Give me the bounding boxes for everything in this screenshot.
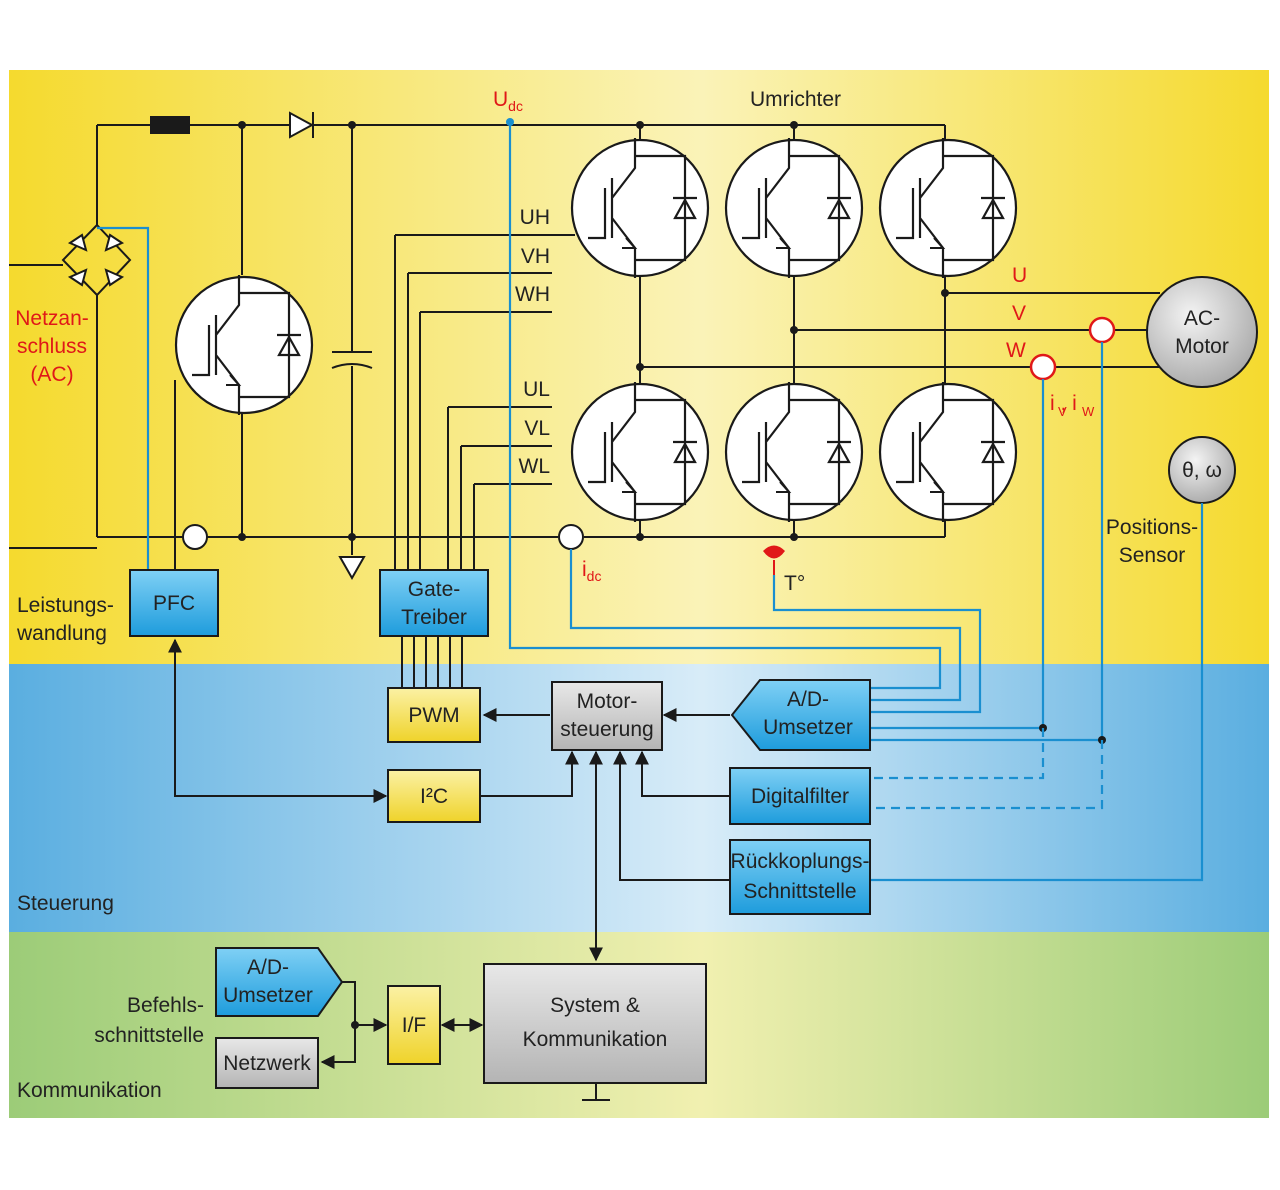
- igbt-vl-icon: [724, 382, 864, 522]
- command-interface-label-1: Befehls-: [127, 994, 204, 1017]
- idc-label: idc: [582, 558, 601, 584]
- motor-label-2: Motor: [1175, 335, 1229, 358]
- dc-current-sensor-icon: [558, 524, 584, 550]
- igbt-wh-icon: [878, 138, 1018, 278]
- command-interface-label-2: schnittstelle: [94, 1024, 204, 1047]
- currents-sub-w: W: [1082, 404, 1095, 419]
- vl-label: VL: [524, 417, 550, 440]
- motor-label-1: AC-: [1184, 307, 1220, 330]
- i2c-block: I²C: [387, 769, 481, 823]
- adc-label-1: A/D-: [787, 688, 829, 711]
- adc2-label-1: A/D-: [247, 956, 289, 979]
- vh-label: VH: [521, 245, 550, 268]
- pfc-label: PFC: [153, 592, 195, 615]
- position-sensor-label-2: Sensor: [1119, 544, 1186, 567]
- i2c-label: I²C: [420, 785, 448, 808]
- motor-control-block: Motor- steuerung: [551, 681, 663, 751]
- zone-control-label: Steuerung: [17, 892, 114, 915]
- v-phase-current-sensor-icon: [1088, 316, 1116, 344]
- currents-sub-v: V: [1058, 404, 1067, 419]
- pwm-label: PWM: [408, 704, 459, 727]
- system-block: System & Kommunikation: [483, 963, 707, 1084]
- system-label-1: System &: [550, 994, 640, 1017]
- pfc-switch-icon: [174, 275, 314, 415]
- system-label-2: Kommunikation: [523, 1028, 668, 1051]
- diagram-labels: Udc Umrichter Netzan- schluss (AC) UH VH…: [15, 88, 1229, 1102]
- control-arrows: [168, 638, 730, 1101]
- phase-v-label: V: [1012, 302, 1026, 325]
- digital-filter-label: Digitalfilter: [751, 785, 849, 808]
- gate-driver-block: Gate- Treiber: [379, 569, 489, 637]
- signal-wiring: [97, 118, 1204, 882]
- feedback-label-1: Rückkoplungs-: [731, 850, 870, 873]
- network-block: Netzwerk: [215, 1037, 319, 1089]
- digital-filter-block: Digitalfilter: [729, 767, 871, 825]
- zone-communication-label: Kommunikation: [17, 1079, 162, 1102]
- adc2-block: A/D- Umsetzer: [215, 947, 344, 1017]
- network-label: Netzwerk: [223, 1052, 311, 1075]
- w-phase-current-sensor-icon: [1029, 353, 1057, 381]
- position-sensor-label-1: Positions-: [1106, 516, 1198, 539]
- igbt-wl-icon: [878, 382, 1018, 522]
- motor-control-label-1: Motor-: [577, 690, 638, 713]
- pwm-block: PWM: [387, 687, 481, 743]
- igbt-ul-icon: [570, 382, 710, 522]
- feedback-interface-block: Rückkoplungs- Schnittstelle: [729, 839, 871, 915]
- mains-label-2: schluss: [17, 335, 87, 358]
- ul-label: UL: [523, 378, 550, 401]
- temperature-label: T°: [784, 572, 805, 595]
- mains-label-3: (AC): [30, 363, 73, 386]
- phase-u-label: U: [1012, 264, 1027, 287]
- adc2-label-2: Umsetzer: [223, 984, 313, 1007]
- uh-label: UH: [520, 206, 550, 229]
- udc-label: Udc: [493, 88, 523, 114]
- wh-label: WH: [515, 283, 550, 306]
- mains-label-1: Netzan-: [15, 307, 89, 330]
- igbt-vh-icon: [724, 138, 864, 278]
- pfc-current-sensor-icon: [182, 524, 208, 550]
- igbt-uh-icon: [570, 138, 710, 278]
- power-wiring: [9, 111, 1165, 688]
- phase-w-label: W: [1006, 339, 1026, 362]
- feedback-label-2: Schnittstelle: [743, 880, 856, 903]
- gate-driver-label-2: Treiber: [401, 606, 467, 629]
- gate-driver-label-1: Gate-: [408, 578, 461, 601]
- adc-block: A/D- Umsetzer: [730, 679, 871, 751]
- pfc-block: PFC: [129, 569, 219, 637]
- currents-label: i , i: [1050, 392, 1077, 415]
- interface-label: I/F: [402, 1014, 427, 1037]
- ac-motor-icon: [1146, 276, 1258, 388]
- zone-power-label-1: Leistungs-: [17, 594, 114, 617]
- inverter-label: Umrichter: [750, 88, 841, 111]
- theta-omega-label: θ, ω: [1182, 459, 1222, 482]
- wl-label: WL: [519, 455, 551, 478]
- adc-label-2: Umsetzer: [763, 716, 853, 739]
- interface-block: I/F: [387, 985, 441, 1065]
- motor-control-label-2: steuerung: [560, 718, 653, 741]
- zone-power-label-2: wandlung: [16, 622, 107, 645]
